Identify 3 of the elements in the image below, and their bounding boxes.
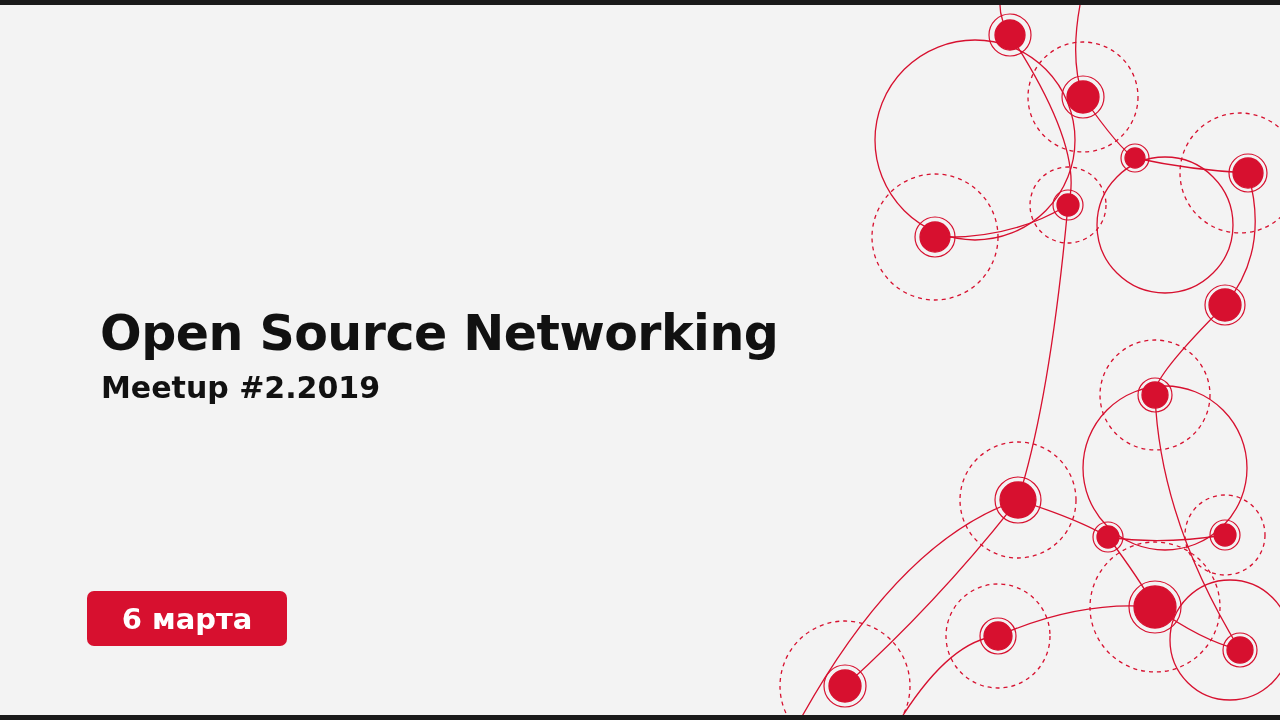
date-badge: 6 марта: [87, 591, 287, 646]
slide-title: Open Source Networking: [100, 305, 779, 362]
subtitle: Meetup #2.2019: [101, 370, 381, 405]
